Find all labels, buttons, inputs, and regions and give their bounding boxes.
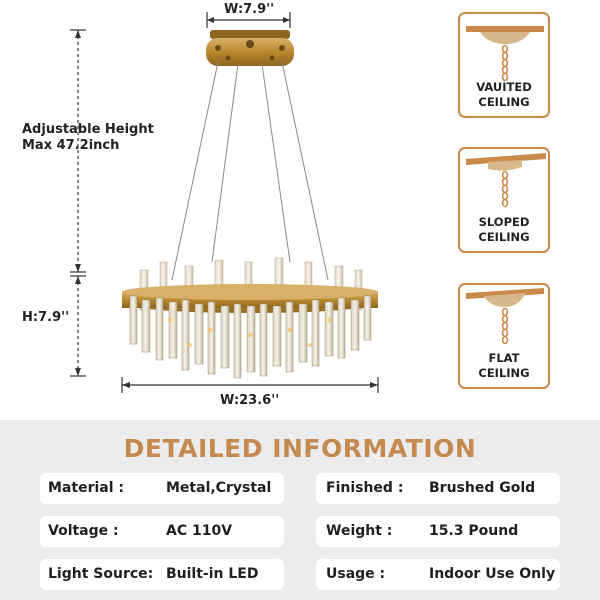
spec-value: Brushed Gold bbox=[429, 480, 536, 496]
flat-ceiling-icon bbox=[466, 288, 544, 345]
vaulted-ceiling-icon bbox=[466, 26, 544, 82]
mount-label-line1: SLOPED bbox=[478, 215, 530, 229]
spec-row-weight: Weight : 15.3 Pound bbox=[316, 516, 560, 547]
bottom-width-dimension bbox=[121, 377, 379, 393]
spec-value: AC 110V bbox=[166, 523, 233, 539]
suspension-wires bbox=[171, 61, 329, 281]
spec-label: Light Source: bbox=[48, 566, 154, 582]
bottom-width-label: W:23.6'' bbox=[220, 393, 280, 408]
adjustable-height-label: Adjustable Height bbox=[22, 122, 154, 137]
spec-row-finished: Finished : Brushed Gold bbox=[316, 473, 560, 504]
spec-label: Finished : bbox=[326, 480, 404, 496]
spec-row-material: Material : Metal,Crystal bbox=[40, 473, 284, 504]
mount-label-vaulted: VAUITED CEILING bbox=[460, 80, 548, 110]
chandelier-illustration bbox=[70, 12, 379, 393]
adjustable-height-dimension bbox=[70, 29, 86, 273]
info-title: DETAILED INFORMATION bbox=[123, 434, 477, 463]
mount-label-flat: FLAT CEILING bbox=[460, 351, 548, 381]
spec-value: Built-in LED bbox=[166, 566, 259, 582]
max-height-label: Max 47.2inch bbox=[22, 138, 120, 153]
spec-row-usage: Usage : Indoor Use Only bbox=[316, 559, 560, 590]
height-label: H:7.9'' bbox=[22, 310, 70, 325]
spec-row-light-source: Light Source: Built-in LED bbox=[40, 559, 284, 590]
spec-value: Indoor Use Only bbox=[429, 566, 556, 582]
mount-card-vaulted: VAUITED CEILING bbox=[458, 12, 550, 118]
mount-card-sloped: SLOPED CEILING bbox=[458, 147, 550, 253]
detailed-information-panel: DETAILED INFORMATION Material : Metal,Cr… bbox=[0, 420, 600, 600]
spec-label: Voltage : bbox=[48, 523, 119, 539]
spec-value: Metal,Crystal bbox=[166, 480, 272, 496]
top-width-dimension bbox=[206, 12, 291, 28]
product-figure: W:7.9'' Adjustable Height Max 47.2inch H… bbox=[22, 2, 550, 408]
spec-label: Weight : bbox=[326, 523, 393, 539]
spec-row-voltage: Voltage : AC 110V bbox=[40, 516, 284, 547]
mount-label-line2: CEILING bbox=[478, 366, 530, 380]
ceiling-canopy bbox=[206, 30, 294, 66]
top-width-label: W:7.9'' bbox=[224, 2, 275, 17]
spec-value: 15.3 Pound bbox=[429, 523, 519, 539]
sloped-ceiling-icon bbox=[466, 153, 546, 208]
mount-label-line1: FLAT bbox=[488, 351, 520, 365]
mount-label-line1: VAUITED bbox=[476, 80, 532, 94]
mount-label-sloped: SLOPED CEILING bbox=[460, 215, 548, 245]
height-dimension bbox=[70, 275, 86, 377]
mount-card-flat: FLAT CEILING bbox=[458, 283, 550, 389]
chandelier-body bbox=[122, 257, 378, 379]
mount-label-line2: CEILING bbox=[478, 230, 530, 244]
spec-label: Material : bbox=[48, 480, 124, 496]
spec-label: Usage : bbox=[326, 566, 386, 582]
mount-label-line2: CEILING bbox=[478, 95, 530, 109]
